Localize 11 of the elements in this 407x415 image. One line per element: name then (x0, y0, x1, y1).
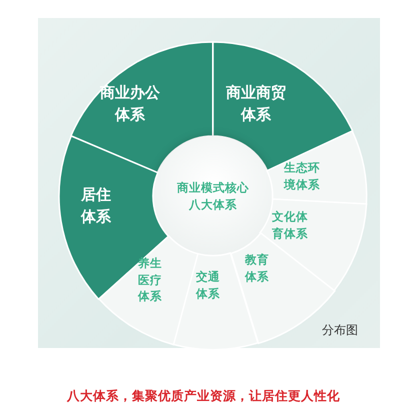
segment-label: 教育体系 (244, 251, 270, 285)
segment-label: 商业商贸体系 (225, 82, 287, 125)
figure-label: 分布图 (322, 322, 358, 339)
segment-label: 生态环境体系 (283, 159, 321, 193)
segment-label: 居住体系 (80, 184, 112, 227)
segment-label: 商业办公体系 (98, 82, 161, 125)
caption: 八大体系，集聚优质产业资源，让居住更人性化 (66, 388, 341, 405)
segment-label: 养生医疗体系 (136, 254, 163, 305)
segment-label: 交通体系 (194, 268, 221, 302)
center-label: 商业模式核心八大体系 (176, 179, 250, 213)
segment-label: 文化体育体系 (271, 208, 309, 242)
